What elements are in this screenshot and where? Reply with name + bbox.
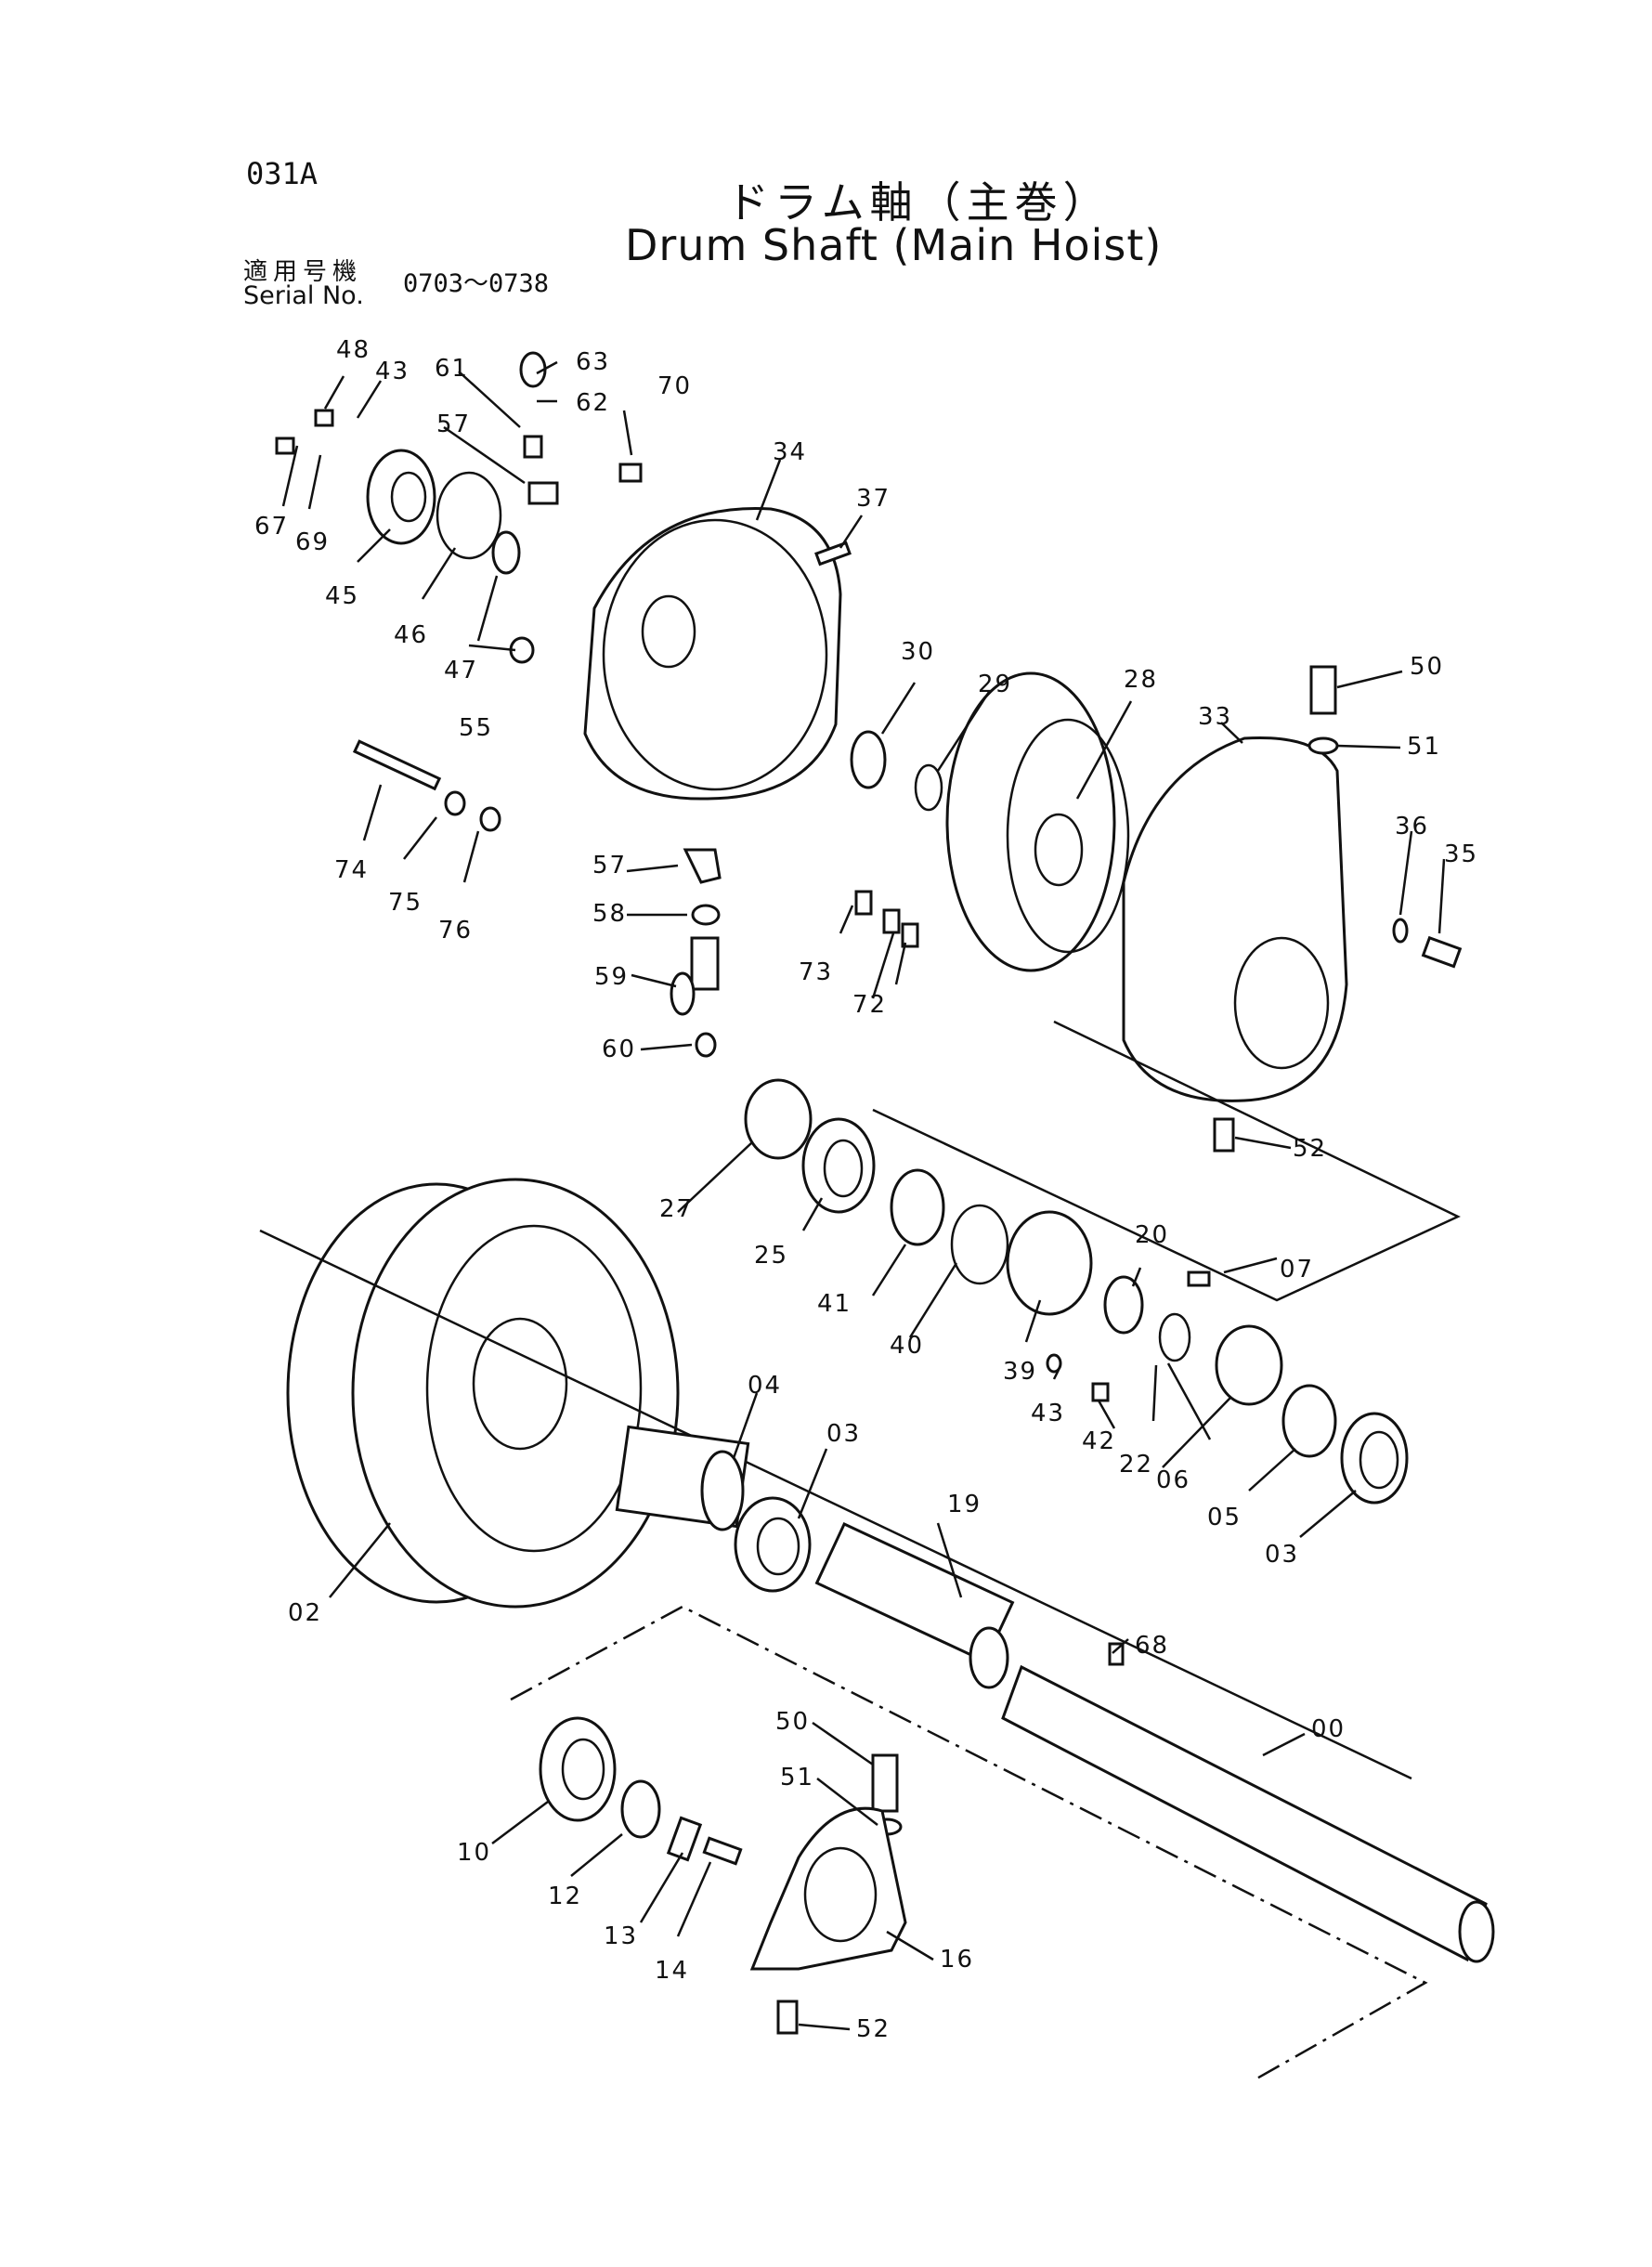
label-43b: 43 bbox=[1031, 1400, 1065, 1427]
part-number-labels: 48 43 61 63 62 70 57 34 67 69 37 45 46 4… bbox=[254, 336, 1478, 2043]
label-04: 04 bbox=[748, 1372, 782, 1400]
leader-lines bbox=[281, 360, 1446, 2031]
shaft-assembly-lower bbox=[510, 1605, 1495, 2082]
label-40: 40 bbox=[890, 1332, 924, 1360]
label-74: 74 bbox=[334, 856, 369, 884]
label-20: 20 bbox=[1135, 1221, 1169, 1249]
label-60: 60 bbox=[602, 1036, 636, 1063]
label-48: 48 bbox=[336, 336, 371, 364]
label-39: 39 bbox=[1003, 1358, 1037, 1386]
label-59: 59 bbox=[594, 963, 629, 991]
label-70: 70 bbox=[657, 372, 692, 400]
label-00: 00 bbox=[1311, 1715, 1346, 1743]
label-34: 34 bbox=[773, 438, 807, 466]
label-07: 07 bbox=[1280, 1256, 1314, 1283]
serial-label-english: Serial No. bbox=[243, 281, 364, 310]
label-76: 76 bbox=[438, 917, 473, 945]
label-63: 63 bbox=[576, 348, 610, 376]
label-61: 61 bbox=[435, 355, 469, 383]
label-22: 22 bbox=[1119, 1451, 1153, 1479]
label-45: 45 bbox=[325, 582, 359, 610]
label-43: 43 bbox=[375, 358, 410, 385]
serial-label-japanese: 適用号機 bbox=[243, 258, 363, 286]
label-41: 41 bbox=[817, 1290, 852, 1318]
bolt-50-icon bbox=[1309, 665, 1337, 715]
label-02: 02 bbox=[288, 1599, 322, 1627]
label-28: 28 bbox=[1124, 666, 1158, 694]
label-51b: 51 bbox=[780, 1764, 814, 1791]
label-03: 03 bbox=[826, 1420, 861, 1448]
label-29: 29 bbox=[978, 671, 1012, 698]
label-75: 75 bbox=[388, 889, 423, 917]
label-37: 37 bbox=[856, 485, 891, 513]
label-14: 14 bbox=[655, 1957, 689, 1985]
label-42: 42 bbox=[1082, 1427, 1116, 1455]
label-50: 50 bbox=[1410, 653, 1444, 681]
label-52b: 52 bbox=[856, 2015, 891, 2043]
label-16: 16 bbox=[940, 1946, 974, 1974]
title-japanese: ドラム軸（主巻） bbox=[726, 177, 1112, 228]
cover-assembly-upper bbox=[275, 351, 1463, 1153]
title-english: Drum Shaft (Main Hoist) bbox=[625, 220, 1163, 270]
label-57b: 57 bbox=[592, 852, 627, 879]
label-47: 47 bbox=[444, 657, 478, 684]
label-68: 68 bbox=[1135, 1632, 1169, 1660]
label-06: 06 bbox=[1156, 1466, 1190, 1494]
label-58: 58 bbox=[592, 900, 627, 928]
serial-range: 0703～0738 bbox=[403, 269, 550, 298]
label-05: 05 bbox=[1207, 1504, 1242, 1531]
bolt-48-icon bbox=[314, 409, 334, 427]
label-36: 36 bbox=[1395, 813, 1429, 840]
label-69: 69 bbox=[295, 528, 330, 556]
label-57: 57 bbox=[436, 410, 471, 438]
label-27: 27 bbox=[659, 1195, 694, 1223]
label-73: 73 bbox=[799, 958, 833, 986]
label-30: 30 bbox=[901, 638, 935, 666]
label-10: 10 bbox=[457, 1839, 491, 1867]
label-51: 51 bbox=[1407, 733, 1441, 761]
label-62: 62 bbox=[576, 389, 610, 417]
page-code: 031A bbox=[246, 156, 319, 191]
label-72: 72 bbox=[852, 991, 887, 1019]
bolt-67-icon bbox=[275, 436, 295, 455]
label-13: 13 bbox=[604, 1922, 638, 1950]
label-67: 67 bbox=[254, 513, 289, 541]
label-55: 55 bbox=[459, 714, 493, 742]
label-46: 46 bbox=[394, 621, 428, 649]
bearing-assembly-middle bbox=[259, 1020, 1461, 1780]
label-25: 25 bbox=[754, 1242, 788, 1270]
label-33: 33 bbox=[1198, 703, 1232, 731]
label-52: 52 bbox=[1293, 1135, 1327, 1163]
label-03b: 03 bbox=[1265, 1541, 1299, 1569]
label-50b: 50 bbox=[775, 1708, 810, 1736]
label-19: 19 bbox=[947, 1491, 982, 1518]
label-35: 35 bbox=[1444, 840, 1478, 868]
label-12: 12 bbox=[548, 1883, 582, 1910]
